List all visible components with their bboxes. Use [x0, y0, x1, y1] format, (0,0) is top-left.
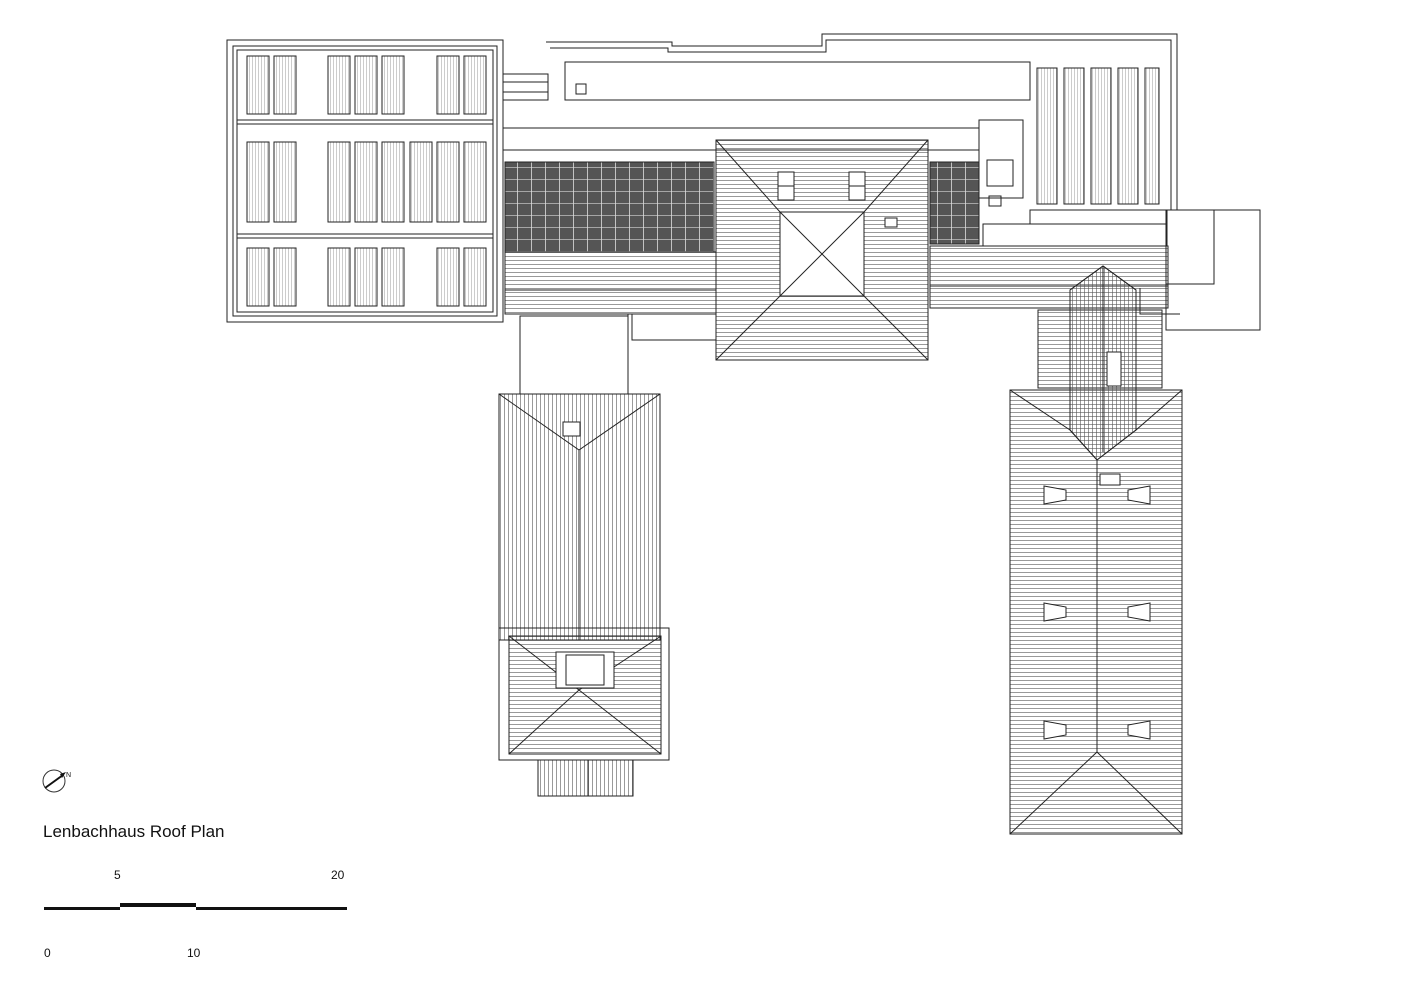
roof-hatch [562, 421, 581, 437]
north-arrow-icon: N [42, 769, 71, 793]
roof-window [1106, 351, 1122, 387]
scale-bar [44, 903, 347, 910]
scale-label-10: 10 [187, 946, 201, 960]
roof-hatch [575, 83, 587, 95]
scale-label-0: 0 [44, 946, 51, 960]
skylight-group [246, 55, 487, 307]
roof-hatch [986, 159, 1014, 187]
central-pavilion-roof [715, 139, 929, 361]
scale-label-5: 5 [114, 868, 121, 882]
roof-hatch [988, 195, 1002, 207]
dormer-group [1043, 485, 1151, 740]
west-wing-roof [226, 39, 504, 323]
roof-hatch [1099, 473, 1121, 486]
north-block-roof [502, 33, 1178, 315]
skylight-group [1036, 67, 1160, 205]
scale-label-20: 20 [331, 868, 345, 882]
west-long-wing-roof [498, 393, 670, 797]
roof-hatch [884, 217, 898, 228]
north-arrow-label: N [66, 772, 71, 779]
connector-roof [502, 73, 549, 101]
entrance-canopy [537, 759, 634, 797]
drawing-title: Lenbachhaus Roof Plan [43, 822, 225, 841]
east-long-wing-roof [1009, 265, 1183, 835]
courtyard-link [519, 315, 629, 395]
